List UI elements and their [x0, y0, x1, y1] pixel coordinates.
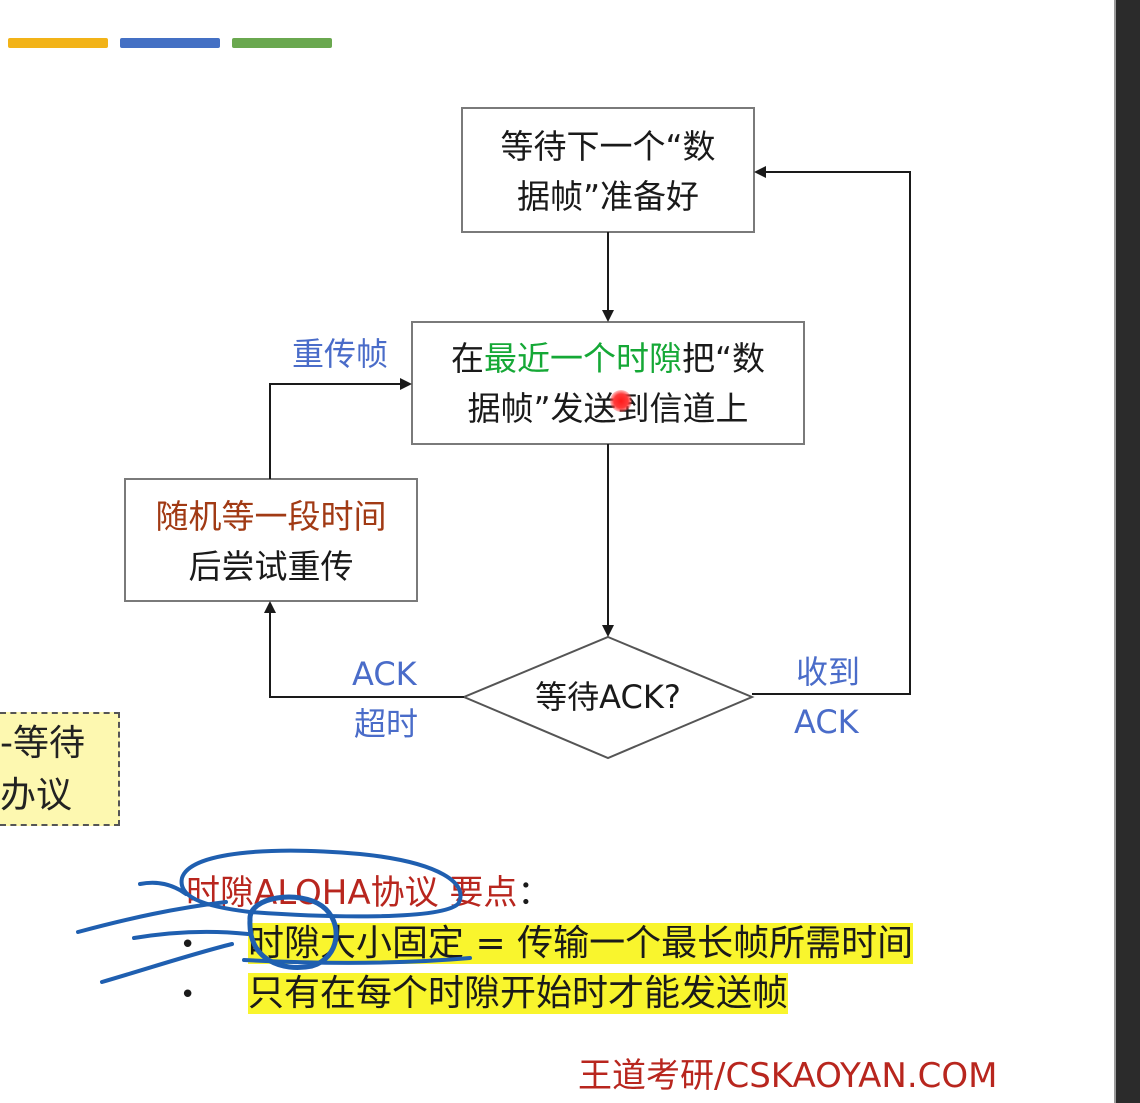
- window-edge: [1114, 0, 1116, 1103]
- label-received-1: 收到: [796, 653, 861, 691]
- bullet-2-dot: •: [180, 980, 196, 1010]
- wait-box-line1: 等待下一个“数: [500, 127, 716, 166]
- random-box-text: 随机等一段时间 后尝试重传: [125, 492, 417, 592]
- bullet-2-text: 只有在每个时隙开始时才能发送帧: [248, 973, 789, 1014]
- wait-box-line2: 据帧”准备好: [516, 177, 700, 216]
- accent-bar-blue: [120, 38, 220, 48]
- arrow-random-to-send: [269, 378, 412, 479]
- label-received-2: ACK: [794, 703, 859, 741]
- arrow-timeout-to-random: [264, 601, 464, 698]
- side-note-box: -等待 办议: [0, 712, 120, 826]
- send-box-line2: 据帧”发送到信道上: [467, 389, 749, 428]
- send-box-line1: 在最近一个时隙把“数: [412, 334, 804, 384]
- bullet-1-rest: = 传输一个最长帧所需时间: [464, 923, 914, 964]
- wait-ack-decision: [461, 635, 755, 760]
- bullet-2: 只有在每个时隙开始时才能发送帧: [248, 970, 789, 1018]
- accent-bar-yellow: [8, 38, 108, 48]
- key-points-title-text: 时隙ALOHA协议 要点: [186, 873, 518, 913]
- random-box-line2: 后尝试重传: [188, 547, 354, 586]
- wait-box-text: 等待下一个“数 据帧”准备好: [462, 122, 754, 222]
- send-box-text: 在最近一个时隙把“数 据帧”发送到信道上: [412, 334, 804, 434]
- decision-text: 等待ACK?: [535, 678, 681, 716]
- key-points-title: 时隙ALOHA协议 要点：: [186, 868, 551, 918]
- arrow-received-to-wait: [752, 166, 911, 695]
- label-retransmit: 重传帧: [292, 335, 389, 373]
- random-box-line1: 随机等一段时间: [155, 497, 387, 536]
- send-box-suffix: 把“数: [681, 339, 766, 378]
- send-box-prefix: 在: [450, 339, 484, 378]
- key-points-title-colon: ：: [517, 873, 552, 913]
- wait-next-frame-box: [461, 107, 755, 233]
- send-frame-box: [411, 321, 805, 445]
- bullet-1-highlight: 时隙大小固定: [248, 923, 465, 964]
- side-note-line2: 办议: [0, 775, 73, 816]
- bullet-1: 时隙大小固定 = 传输一个最长帧所需时间: [248, 920, 914, 968]
- accent-bar-green: [232, 38, 332, 48]
- laser-pointer-dot: [610, 390, 632, 412]
- send-box-green-phrase: 最近一个时隙: [483, 339, 682, 378]
- random-wait-box: [124, 478, 418, 602]
- label-ack-timeout-1: ACK: [352, 655, 417, 693]
- watermark: 王道考研/CSKAOYAN.COM: [578, 1056, 998, 1096]
- window-frame-strip: [1116, 0, 1140, 1103]
- side-note-line1: -等待: [0, 723, 85, 764]
- label-ack-timeout-2: 超时: [354, 705, 419, 743]
- bullet-1-dot: •: [180, 930, 196, 960]
